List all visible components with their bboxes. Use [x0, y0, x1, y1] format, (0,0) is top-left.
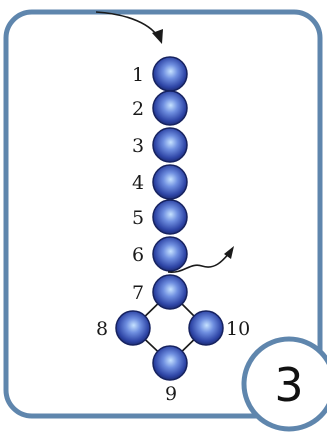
bead-3	[152, 127, 188, 163]
thread-out-arrow	[167, 251, 231, 273]
bead-5	[152, 199, 188, 235]
bead-10	[188, 310, 224, 346]
bead-label-1: 1	[132, 64, 144, 86]
bead-label-10: 10	[226, 318, 250, 340]
bead-label-4: 4	[132, 172, 144, 194]
bead-label-5: 5	[132, 207, 144, 229]
beads	[115, 56, 224, 381]
thread-out-arrowhead	[224, 246, 234, 259]
bead-8	[115, 310, 151, 346]
bead-7	[152, 274, 188, 310]
thread-in-arrowhead	[152, 29, 163, 44]
bead-9	[152, 345, 188, 381]
bead-1	[152, 56, 188, 92]
bead-6	[152, 236, 188, 272]
bead-label-8: 8	[96, 318, 108, 340]
step-number: 3	[274, 358, 303, 412]
thread-in-arrow	[95, 11, 161, 41]
bead-label-6: 6	[132, 244, 144, 266]
bead-4	[152, 164, 188, 200]
bead-labels: 1 2 3 4 5 6 7 8 10 9	[96, 64, 250, 405]
bead-label-9: 9	[165, 383, 177, 405]
bead-label-7: 7	[132, 282, 144, 304]
bead-label-3: 3	[132, 135, 144, 157]
step-badge	[241, 336, 327, 432]
diagram-frame	[3, 9, 323, 419]
bead-label-2: 2	[132, 98, 144, 120]
bead-2	[152, 90, 188, 126]
